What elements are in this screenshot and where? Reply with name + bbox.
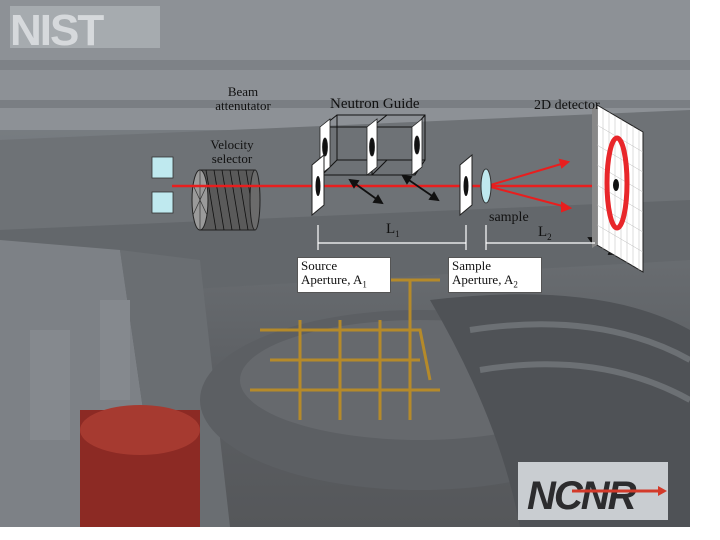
nist-logo: NIST <box>10 6 160 55</box>
scattered-beams <box>486 158 573 213</box>
guide-apertures <box>319 118 423 176</box>
ncnr-logo-text: NCNR <box>527 474 637 518</box>
l2-letter: L <box>538 224 548 240</box>
sample-aperture <box>459 153 473 217</box>
l1-label: L1 <box>386 221 400 239</box>
l2-bracket <box>485 225 595 250</box>
sample-disc <box>480 168 492 204</box>
source-aperture-subscript: 1 <box>362 279 367 290</box>
source-aperture <box>311 153 325 217</box>
beam-attenuator-label: Beam attenutator <box>208 85 278 112</box>
l1-subscript: 1 <box>395 229 400 239</box>
ncnr-logo: NCNR <box>518 462 668 520</box>
l2-label: L2 <box>538 224 552 242</box>
sample-label: sample <box>489 210 529 225</box>
source-aperture-line1: Source <box>301 258 338 273</box>
sample-aperture-subscript: 2 <box>513 279 518 290</box>
selector-box-bottom <box>151 191 174 214</box>
selector-box-top <box>151 156 174 179</box>
l2-subscript: 2 <box>547 232 552 242</box>
beam-attenuator-line2: attenutator <box>215 97 271 113</box>
velocity-selector-line1: Velocity <box>210 137 254 152</box>
beam-attenuator-line1: Beam <box>227 84 259 99</box>
l1-letter: L <box>386 221 396 237</box>
velocity-selector-label: Velocity selector <box>202 138 262 165</box>
l1-bracket <box>317 225 467 250</box>
sample-aperture-line1: Sample <box>452 258 491 273</box>
sample-aperture-line2: Aperture, A <box>452 272 514 288</box>
velocity-selector-drum <box>191 169 261 231</box>
nist-logo-text: NIST <box>10 6 104 55</box>
source-aperture-line2: Aperture, A <box>301 272 363 288</box>
detector-label: 2D detector <box>534 98 600 113</box>
source-aperture-label: Source Aperture, A1 <box>297 257 391 293</box>
neutron-guide-label: Neutron Guide <box>330 96 420 112</box>
2d-detector <box>592 104 644 273</box>
sample-aperture-label: Sample Aperture, A2 <box>448 257 542 293</box>
velocity-selector-line2: selector <box>211 150 253 166</box>
facility-photo-background <box>0 0 690 527</box>
